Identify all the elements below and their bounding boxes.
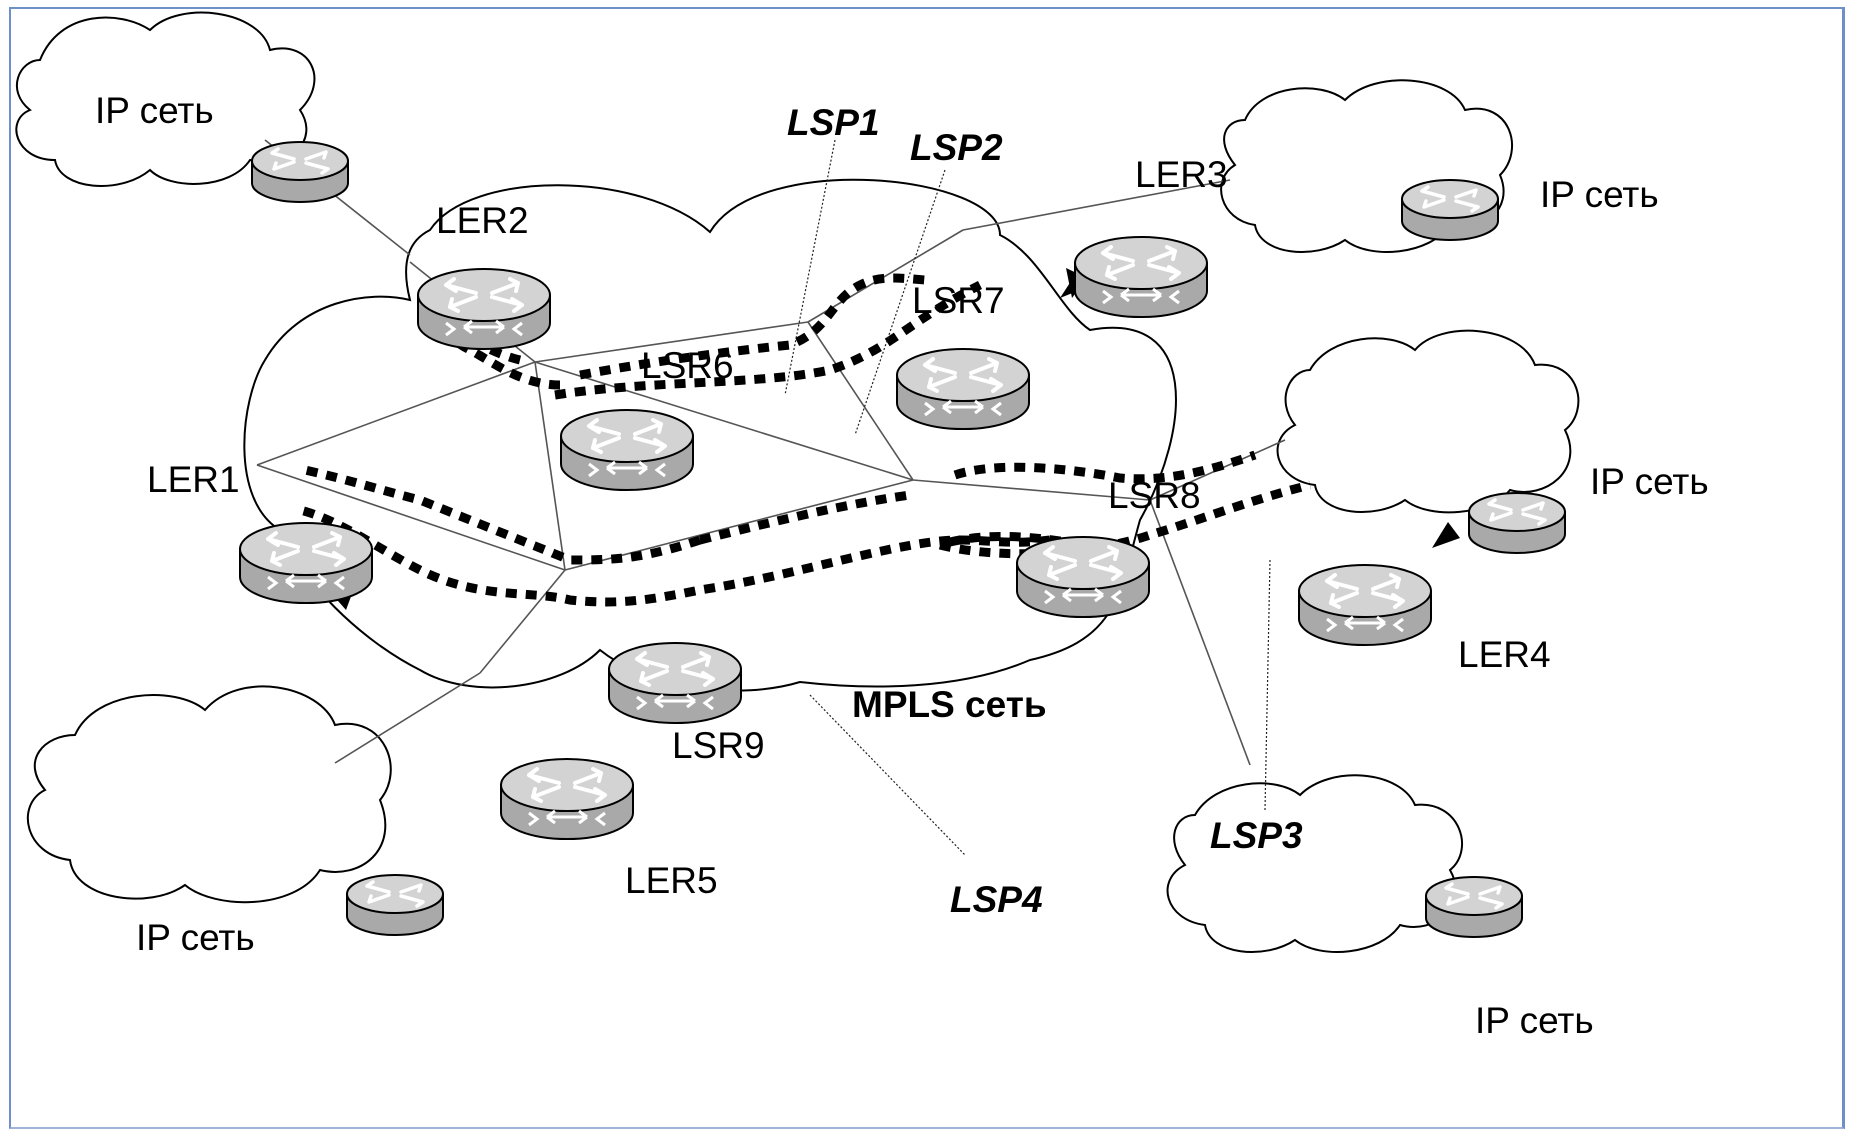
label-lsp2: LSP2 <box>910 127 1003 168</box>
router-icon <box>345 873 445 937</box>
label-ler3: LER3 <box>1135 154 1228 195</box>
label-lsp3: LSP3 <box>1210 815 1303 856</box>
label-ip-mid-right: IP сеть <box>1590 461 1709 502</box>
router-icon <box>607 641 743 725</box>
router-icon <box>1467 491 1567 555</box>
label-ler1: LER1 <box>147 459 240 500</box>
router-icon <box>1424 875 1524 939</box>
mpls-cloud <box>243 178 1177 692</box>
router-icon <box>238 521 374 605</box>
label-lsr6: LSR6 <box>641 345 734 386</box>
label-lsp1: LSP1 <box>787 102 880 143</box>
router-icon <box>1297 563 1433 647</box>
router-icon <box>1015 535 1151 619</box>
ip-cloud-bottom-left <box>26 685 392 904</box>
label-ip-bottom-left: IP сеть <box>136 917 255 958</box>
label-ler4: LER4 <box>1458 634 1551 675</box>
ip-cloud-mid-right <box>1276 329 1580 514</box>
links <box>256 139 1286 766</box>
label-ip-top-right: IP сеть <box>1540 174 1659 215</box>
ip-cloud-bottom-right <box>1166 774 1464 953</box>
label-mpls: MPLS сеть <box>852 684 1047 725</box>
label-ip-top-left: IP сеть <box>95 90 214 131</box>
label-lsr8: LSR8 <box>1108 475 1201 516</box>
router-icon <box>499 757 635 841</box>
label-lsp4: LSP4 <box>950 879 1043 920</box>
label-ler5: LER5 <box>625 860 718 901</box>
label-ler2: LER2 <box>436 200 529 241</box>
router-icon <box>416 267 552 351</box>
label-ip-bottom-right: IP сеть <box>1475 1000 1594 1041</box>
router-icon <box>1073 235 1209 319</box>
leader-lines <box>784 139 1271 856</box>
label-lsr7: LSR7 <box>912 280 1005 321</box>
label-lsr9: LSR9 <box>672 725 765 766</box>
router-icon <box>895 347 1031 431</box>
router-icon <box>250 140 350 204</box>
router-icon <box>559 408 695 492</box>
router-icon <box>1400 178 1500 242</box>
